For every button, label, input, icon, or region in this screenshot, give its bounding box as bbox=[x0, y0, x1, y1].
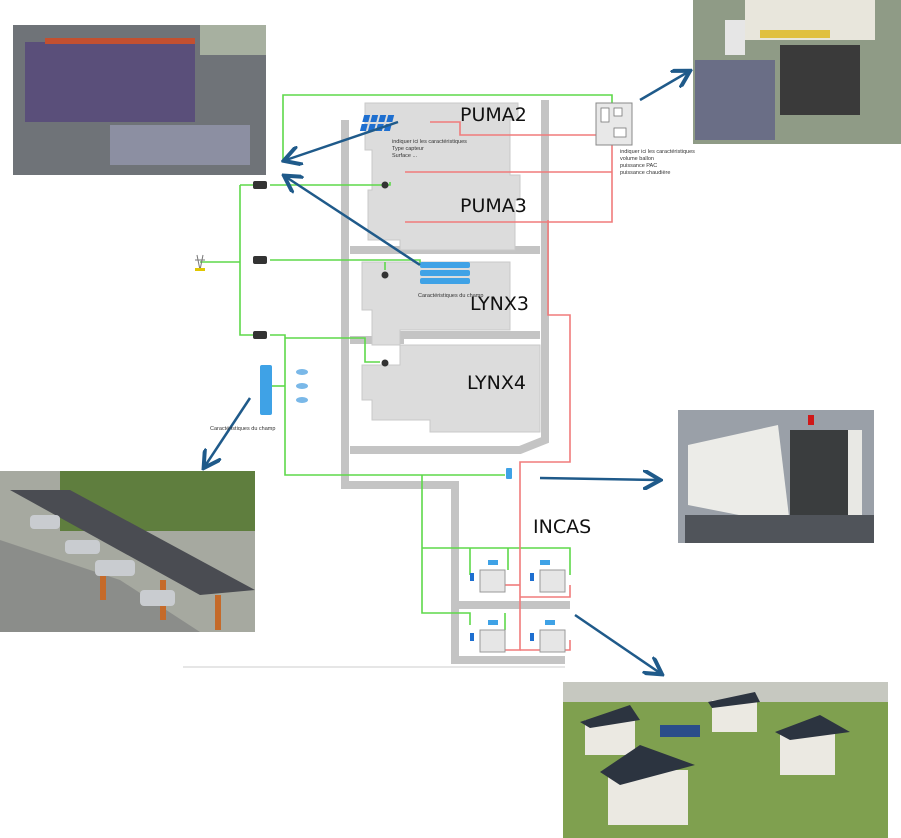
caption-pv-field-lynx: Caractéristiques du champ bbox=[418, 293, 483, 299]
caption-pv-field-carport: Caractéristiques du champ bbox=[210, 426, 275, 432]
caption-solar-thermal-line1: indiquer ici les caractéristiques bbox=[392, 139, 467, 145]
ev-charging-icon bbox=[296, 369, 308, 403]
caption-boiler-line2: volume ballon bbox=[620, 156, 654, 162]
battery-icon bbox=[506, 468, 512, 479]
caption-solar-thermal-line3: Surface ... bbox=[392, 153, 418, 159]
thermal-network bbox=[405, 121, 613, 651]
pv-field-carport-icon bbox=[260, 365, 272, 415]
solar-carport-photo bbox=[0, 471, 255, 632]
boiler-room-icon bbox=[595, 102, 633, 146]
caption-solar-thermal-line2: Type capteur bbox=[392, 146, 424, 152]
label-puma3: PUMA3 bbox=[460, 195, 527, 217]
label-incas: INCAS bbox=[533, 516, 591, 538]
label-puma2: PUMA2 bbox=[460, 104, 527, 126]
inverter-icons bbox=[253, 181, 389, 367]
incas-house-icons bbox=[470, 560, 566, 653]
boiler-plant-photo bbox=[693, 0, 901, 144]
pv-field-lynx-icon bbox=[420, 262, 470, 284]
label-lynx3: LYNX3 bbox=[470, 293, 529, 315]
incas-houses-photo bbox=[563, 682, 888, 838]
callout-arrows bbox=[205, 72, 688, 673]
building-puma bbox=[364, 102, 521, 251]
caption-boiler-line1: indiquer ici les caractéristiques bbox=[620, 149, 695, 155]
grid-pylon-icon bbox=[195, 254, 205, 271]
building-lynx4 bbox=[361, 344, 541, 433]
rooftop-solar-photo bbox=[13, 25, 266, 175]
electric-network bbox=[200, 94, 613, 630]
caption-boiler-line4: puissance chaudière bbox=[620, 170, 670, 176]
caption-boiler-line3: puissance PAC bbox=[620, 163, 657, 169]
storage-container-photo bbox=[678, 410, 874, 543]
label-lynx4: LYNX4 bbox=[467, 372, 526, 394]
